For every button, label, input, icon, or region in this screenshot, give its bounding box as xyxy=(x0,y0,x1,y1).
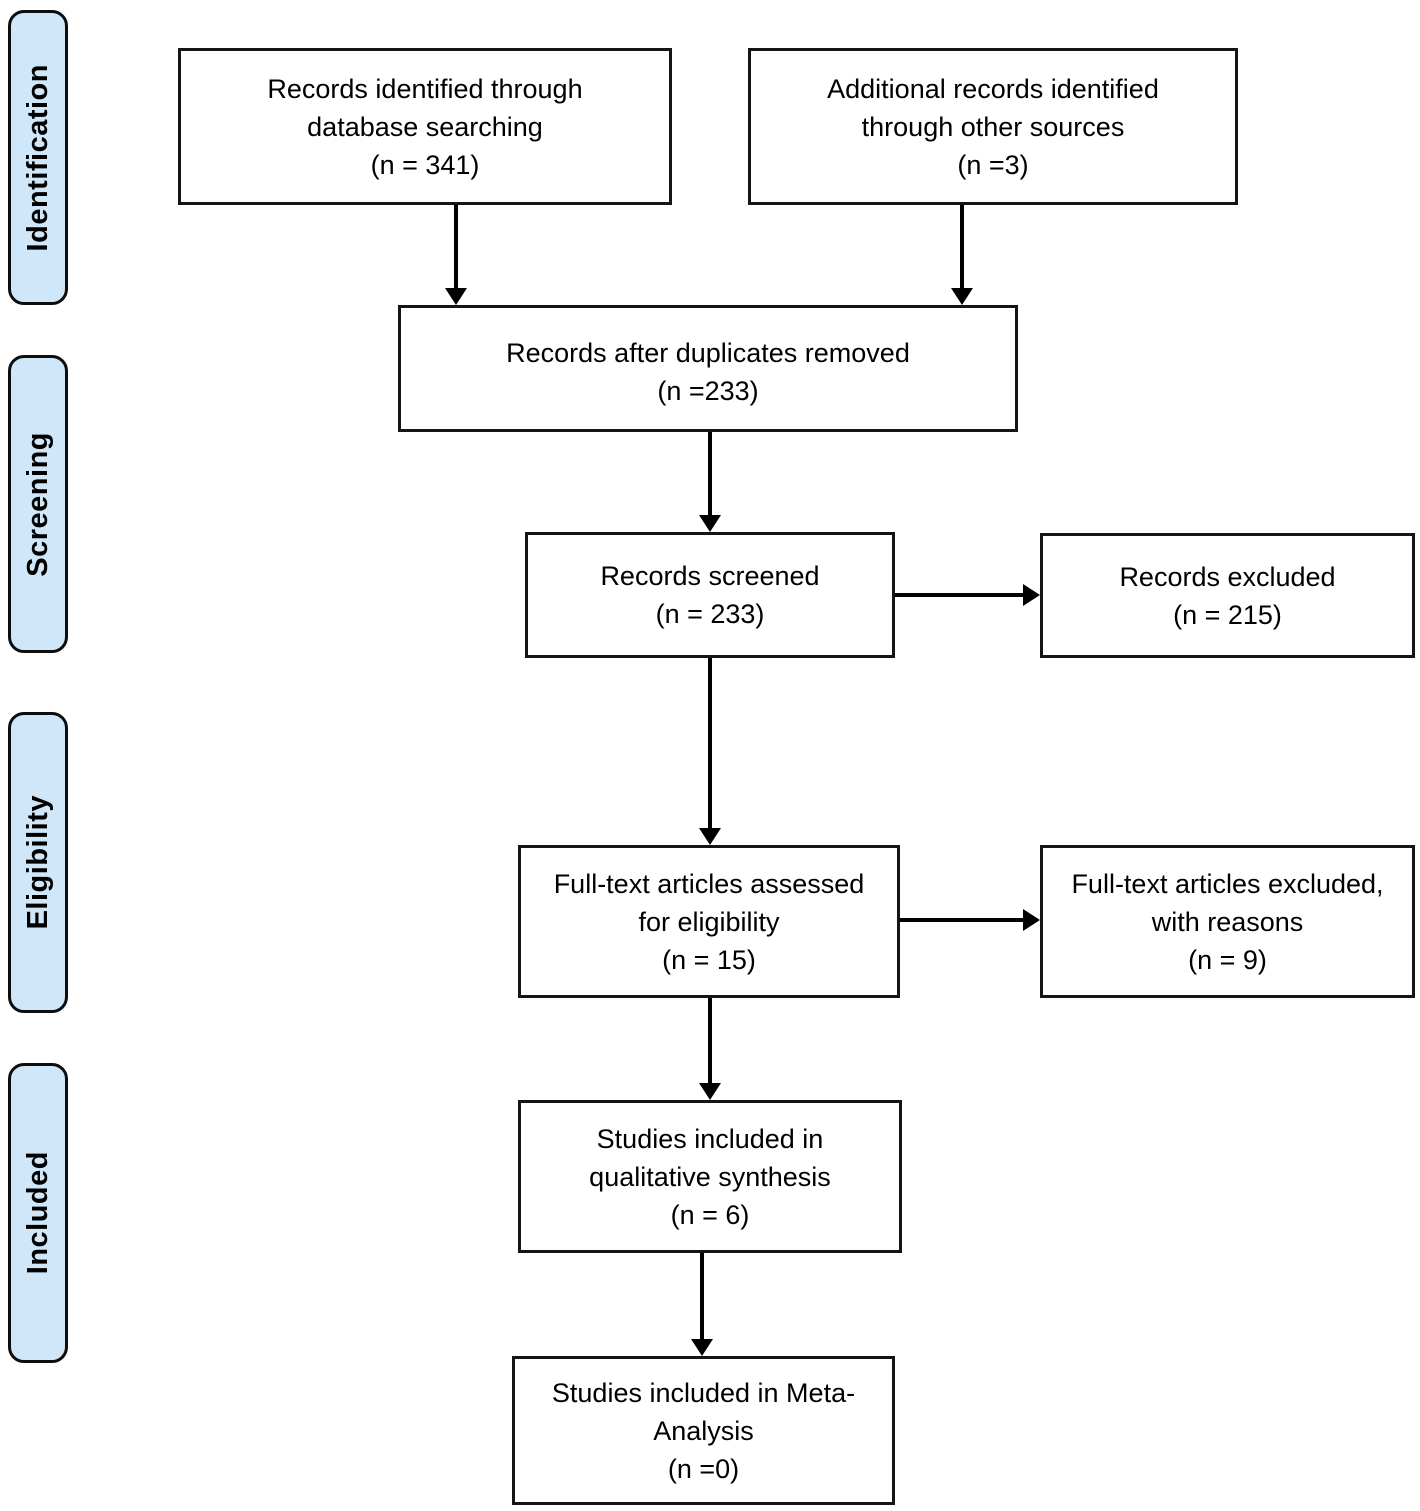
box-fulltext-excluded: Full-text articles excluded, with reason… xyxy=(1040,845,1415,998)
arrow-stem xyxy=(900,918,1025,922)
box-line: Records identified through xyxy=(267,73,583,104)
box-additional-records: Additional records identified through ot… xyxy=(748,48,1238,205)
stage-eligibility-label: Eligibility xyxy=(21,795,54,930)
stage-screening-label: Screening xyxy=(21,431,54,577)
box-line: (n = 233) xyxy=(655,599,765,629)
box-line: for eligibility xyxy=(638,906,780,937)
box-line: Records screened xyxy=(600,561,820,591)
arrow-stem xyxy=(700,1253,704,1341)
box-duplicates-removed: Records after duplicates removed (n =233… xyxy=(398,305,1018,432)
stage-eligibility: Eligibility xyxy=(8,712,68,1013)
arrow-stem xyxy=(708,432,712,517)
box-records-identified: Records identified through database sear… xyxy=(178,48,672,205)
box-line: Analysis xyxy=(653,1415,754,1446)
stage-identification: Identification xyxy=(8,10,68,305)
box-line: Additional records identified xyxy=(827,73,1159,104)
box-line: (n = 15) xyxy=(662,944,756,975)
arrow-head-down-icon xyxy=(699,515,721,532)
box-meta-analysis: Studies included in Meta- Analysis (n =0… xyxy=(512,1356,895,1505)
arrow-stem xyxy=(960,205,964,290)
arrow-stem xyxy=(454,205,458,290)
arrow-qualitative-to-meta xyxy=(691,1253,713,1356)
arrow-head-down-icon xyxy=(691,1339,713,1356)
arrow-head-right-icon xyxy=(1023,584,1040,606)
box-records-excluded: Records excluded (n = 215) xyxy=(1040,533,1415,658)
arrow-duplicates-to-screened xyxy=(699,432,721,532)
arrow-head-right-icon xyxy=(1023,909,1040,931)
box-records-screened: Records screened (n = 233) xyxy=(525,532,895,658)
arrow-head-down-icon xyxy=(699,828,721,845)
box-line: Records after duplicates removed xyxy=(506,338,910,368)
box-line: (n =233) xyxy=(657,376,759,406)
arrow-screened-to-excluded xyxy=(895,584,1040,606)
box-line: database searching xyxy=(307,111,543,142)
box-line: Records excluded xyxy=(1119,561,1336,592)
box-line: (n =3) xyxy=(957,149,1029,180)
arrow-additional-to-duplicates xyxy=(951,205,973,305)
stage-included-label: Included xyxy=(21,1151,54,1275)
arrow-head-down-icon xyxy=(951,288,973,305)
box-line: (n = 215) xyxy=(1173,599,1282,630)
box-line: (n =0) xyxy=(667,1453,740,1484)
arrow-identified-to-duplicates xyxy=(445,205,467,305)
arrow-stem xyxy=(708,658,712,830)
stage-identification-label: Identification xyxy=(21,63,54,252)
box-line: Studies included in Meta- xyxy=(551,1377,856,1408)
arrow-head-down-icon xyxy=(699,1083,721,1100)
box-fulltext-assessed: Full-text articles assessed for eligibil… xyxy=(518,845,900,998)
box-line: Studies included in xyxy=(596,1123,824,1154)
arrow-fulltext-to-excluded xyxy=(900,909,1040,931)
box-qualitative-synthesis: Studies included in qualitative synthesi… xyxy=(518,1100,902,1253)
box-line: (n = 341) xyxy=(370,149,480,180)
box-line: through other sources xyxy=(861,111,1125,142)
box-line: (n = 9) xyxy=(1188,944,1267,975)
box-line: Full-text articles excluded, xyxy=(1071,868,1384,899)
arrow-screened-to-fulltext xyxy=(699,658,721,845)
arrow-head-down-icon xyxy=(445,288,467,305)
stage-included: Included xyxy=(8,1063,68,1363)
box-line: qualitative synthesis xyxy=(589,1161,831,1192)
stage-screening: Screening xyxy=(8,355,68,653)
box-line: Full-text articles assessed xyxy=(553,868,865,899)
arrow-stem xyxy=(708,998,712,1085)
arrow-fulltext-to-qualitative xyxy=(699,998,721,1100)
box-line: (n = 6) xyxy=(670,1199,750,1230)
box-line: with reasons xyxy=(1151,906,1304,937)
arrow-stem xyxy=(895,593,1025,597)
